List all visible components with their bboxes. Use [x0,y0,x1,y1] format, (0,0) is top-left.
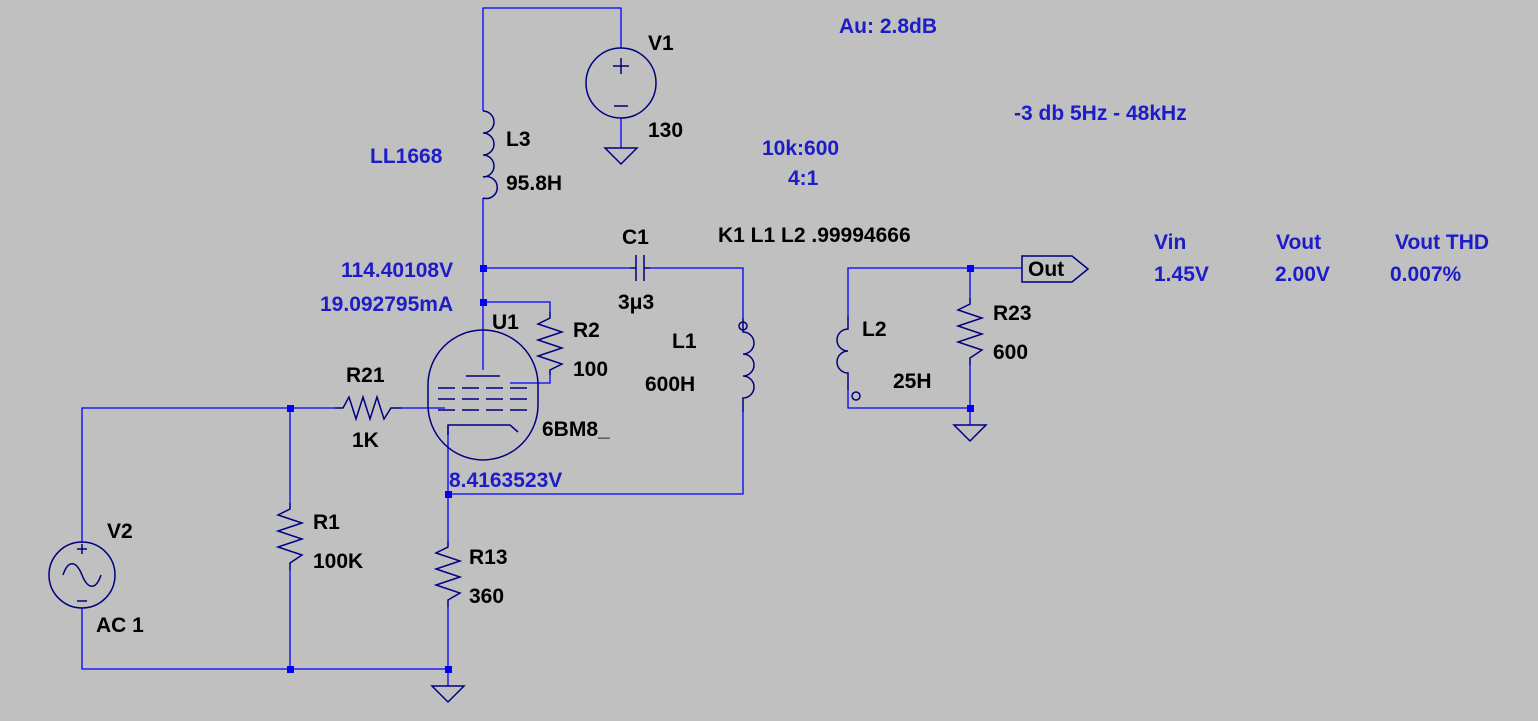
r2-name-label: R2 [573,319,600,342]
junctions [287,265,974,673]
l2-value-label: 25H [893,370,932,393]
r13-value-label: 360 [469,585,505,608]
r1-resistor-symbol [275,503,305,570]
l3-name-label: L3 [506,128,531,151]
wires [81,7,1022,686]
measurement-header-vin: Vin [1154,231,1187,254]
l1-inductor-symbol [738,318,755,412]
impedance-ratio-note: 10k:600 [762,137,840,160]
ground-symbol [430,147,988,704]
l1-name-label: L1 [672,330,697,353]
coupling-directive: K1 L1 L2 .99994666 [718,224,911,247]
c1-value-label: 3μ3 [618,291,655,314]
r21-resistor-symbol [335,394,402,422]
wire-l2-top [847,267,1022,316]
l3-value-label: 95.8H [506,172,563,195]
wire-l2-bottom [847,390,970,409]
r13-resistor-symbol [433,541,463,607]
out-port-label: Out [1028,258,1065,281]
junction-dot [445,666,452,673]
c1-capacitor-symbol [630,255,650,281]
wire-v2-to-grid [81,407,335,543]
u1-name-label: U1 [492,311,519,334]
v1-source-symbol [585,47,657,119]
wire-bottom-rail [81,608,448,670]
junction-dot [967,265,974,272]
r23-resistor-symbol [955,298,985,365]
r21-value-label: 1K [352,429,379,452]
r1-name-label: R1 [313,511,340,534]
r13-name-label: R13 [469,546,508,569]
r23-name-label: R23 [993,302,1032,325]
wire-v1-to-l3 [482,7,622,111]
v1-name-label: V1 [648,32,674,55]
junction-dot [480,265,487,272]
out-port-flag [1021,255,1090,283]
measurement-header-vout-thd: Vout THD [1395,231,1490,254]
measurement-value-vout: 2.00V [1275,263,1330,286]
cathode-voltage-readout: 8.4163523V [449,469,563,492]
plate-current-readout: 19.092795mA [320,293,454,316]
wire-r2-to-screen [510,375,551,384]
v2-value-label: AC 1 [96,614,144,637]
wire-l1-to-cathode [448,412,744,495]
junction-dot [967,405,974,412]
symbols [48,47,1090,704]
v2-name-label: V2 [107,520,133,543]
r23-value-label: 600 [993,341,1029,364]
r2-resistor-symbol [535,312,565,375]
junction-dot [287,666,294,673]
wire-c1-to-l1 [650,267,744,318]
turns-ratio-note: 4:1 [788,167,819,190]
u1-pentode-symbol [427,329,539,461]
l2-inductor-symbol [836,316,861,401]
l3-model-label: LL1668 [370,145,443,168]
r1-value-label: 100K [313,550,364,573]
r21-name-label: R21 [346,364,385,387]
measurement-value-vout-thd: 0.007% [1390,263,1462,286]
r2-value-label: 100 [573,358,609,381]
v1-value-label: 130 [648,119,684,142]
l1-value-label: 600H [645,373,696,396]
bandwidth-note: -3 db 5Hz - 48kHz [1014,102,1187,125]
junction-dot [445,491,452,498]
v2-ac-source-symbol [48,541,116,609]
u1-value-label: 6BM8_ [542,418,610,441]
measurement-header-vout: Vout [1276,231,1322,254]
l3-inductor-symbol [482,110,498,200]
l2-name-label: L2 [862,318,887,341]
c1-name-label: C1 [622,226,649,249]
junction-dot [480,299,487,306]
plate-voltage-readout: 114.40108V [341,259,454,282]
wire-r2 [483,301,551,312]
junction-dot [287,405,294,412]
gain-note: Au: 2.8dB [839,15,938,38]
measurement-value-vin: 1.45V [1154,263,1209,286]
